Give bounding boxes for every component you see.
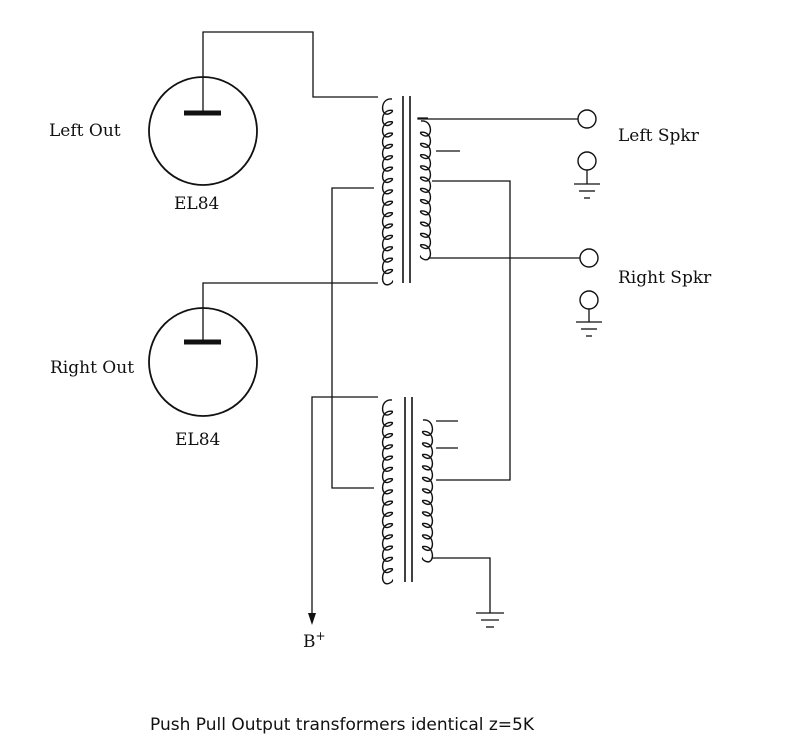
upper-primary-coil <box>381 98 394 286</box>
lower-primary-coil <box>381 399 394 585</box>
ground-symbol-transformer <box>476 612 504 628</box>
right-speaker-label: Right Spkr <box>618 268 712 288</box>
right-tube-type: EL84 <box>175 430 220 450</box>
left-spkr-hot-terminal <box>577 109 597 129</box>
transformer-ground-wire <box>432 557 491 613</box>
left-tube-label: Left Out <box>49 121 121 141</box>
bplus-wire <box>311 396 378 618</box>
bplus-arrow <box>308 613 316 625</box>
right-spkr-hot-terminal <box>579 248 599 268</box>
lower-secondary-coil <box>421 419 434 563</box>
ground-symbol-right-spkr <box>576 321 602 337</box>
right-plate-wire <box>202 282 378 342</box>
caption: Push Pull Output transformers identical … <box>150 715 535 735</box>
left-spkr-hot-wire <box>417 117 578 120</box>
secondary-link-wire <box>432 180 511 481</box>
left-plate-wire <box>202 31 378 113</box>
wiring <box>202 31 580 625</box>
left-speaker-label: Left Spkr <box>618 126 700 146</box>
upper-secondary-coil <box>419 120 432 261</box>
bplus-label: B+ <box>303 629 326 652</box>
transformer-coils <box>381 98 434 585</box>
transformer-cores <box>402 96 413 582</box>
left-tube-type: EL84 <box>174 194 219 214</box>
left-spkr-ground-terminal <box>577 151 597 171</box>
center-tap-link <box>331 187 374 489</box>
right-spkr-ground-terminal <box>579 290 599 310</box>
right-speaker-terminals <box>579 248 599 322</box>
left-speaker-terminals <box>577 109 597 184</box>
right-tube-label: Right Out <box>50 358 134 378</box>
ground-symbol-left-spkr <box>574 183 600 199</box>
